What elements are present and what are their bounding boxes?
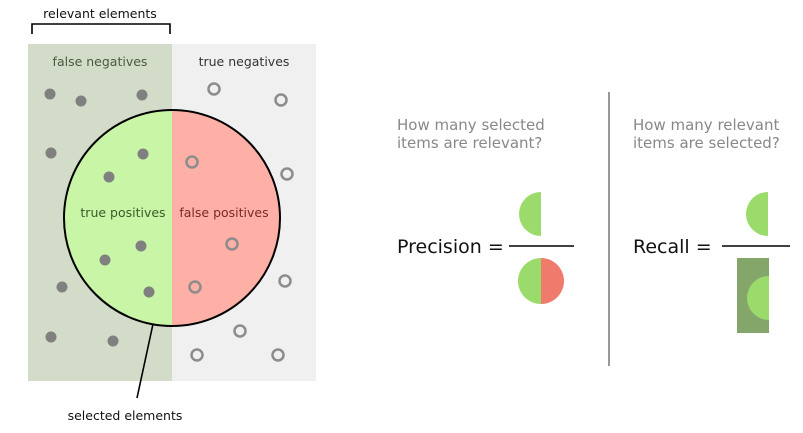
true-positive-area [64, 110, 172, 326]
false-positive-area [172, 110, 280, 326]
relevant-bracket [31, 23, 171, 34]
nonrelevant-ring [233, 324, 247, 338]
nonrelevant-ring [274, 93, 288, 107]
nonrelevant-ring [185, 155, 199, 169]
relevant-dots [44, 88, 155, 347]
relevant-dot [99, 254, 111, 266]
recall-question-line1: How many relevant [633, 116, 779, 134]
selected-elements-label: selected elements [68, 408, 183, 423]
nonrelevant-ring [280, 167, 294, 181]
recall-numerator-half [746, 192, 768, 236]
relevant-dot [75, 95, 87, 107]
precision-numerator-half [519, 192, 541, 236]
relevant-dot [136, 89, 148, 101]
recall-question-line2: items are selected? [633, 134, 780, 152]
relevant-dot [135, 240, 147, 252]
nonrelevant-ring [225, 237, 239, 251]
relevant-elements-label: relevant elements [43, 6, 157, 21]
selected-pointer-line [136, 323, 154, 399]
recall-label: Recall = [633, 236, 712, 258]
precision-denominator-right-half [541, 258, 564, 304]
precision-denominator-left-half [518, 258, 541, 304]
relevant-dot [143, 286, 155, 298]
precision-question-line1: How many selected [397, 116, 545, 134]
relevant-dot [45, 147, 57, 159]
precision-question-line2: items are relevant? [397, 134, 542, 152]
nonrelevant-ring [188, 280, 202, 294]
relevant-dot [107, 335, 119, 347]
nonrelevant-ring [278, 274, 292, 288]
false-positives-label: false positives [179, 205, 268, 220]
relevant-dot [44, 88, 56, 100]
nonrelevant-ring [190, 348, 204, 362]
nonrelevant-ring [207, 82, 221, 96]
selected-circle-outline [63, 109, 281, 327]
nonrelevant-ring [271, 348, 285, 362]
recall-denominator-half [747, 276, 769, 320]
true-positives-label: true positives [80, 205, 165, 220]
relevant-dot [45, 331, 57, 343]
relevant-dot [137, 148, 149, 160]
true-negatives-label: true negatives [199, 54, 290, 69]
precision-label: Precision = [397, 236, 504, 258]
relevant-dot [103, 171, 115, 183]
relevant-dot [56, 281, 68, 293]
false-negatives-label: false negatives [53, 54, 148, 69]
nonrelevant-rings [185, 82, 294, 362]
